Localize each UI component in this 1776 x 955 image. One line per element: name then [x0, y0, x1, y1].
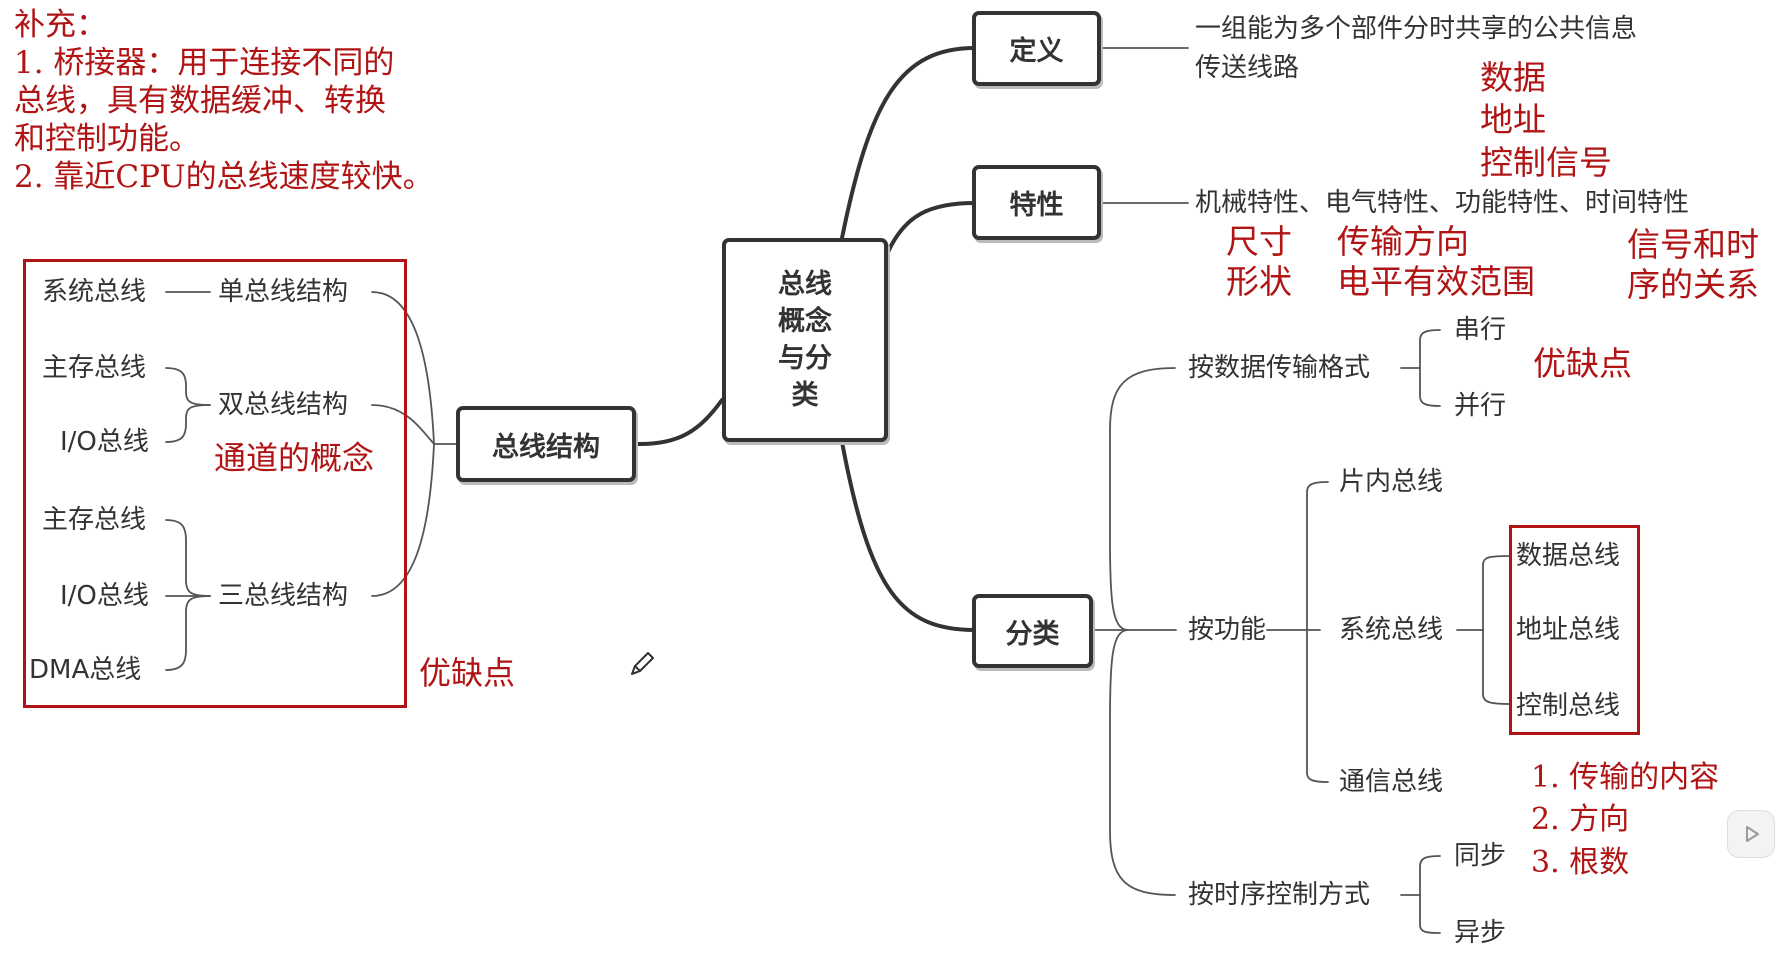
format-note: 优缺点: [1533, 344, 1632, 383]
pencil-cursor-icon: [631, 652, 654, 675]
characteristics-note: 序的关系: [1627, 265, 1759, 304]
supplement-line: 2. 靠近CPU的总线速度较快。: [14, 159, 434, 195]
definition-note: 数据: [1480, 58, 1546, 97]
system-bus-item[interactable]: 控制总线: [1516, 691, 1621, 721]
supplement-note: 补充： 1. 桥接器：用于连接不同的 总线，具有数据缓冲、转换 和控制功能。 2…: [14, 6, 434, 196]
characteristics-note: 信号和时: [1627, 225, 1759, 264]
single-bus-structure[interactable]: 单总线结构: [218, 277, 349, 307]
structure-label: 总线结构: [492, 431, 600, 463]
timing-item[interactable]: 异步: [1454, 918, 1507, 948]
root-label-line: 概念: [778, 306, 832, 337]
definition-node[interactable]: 定义: [972, 11, 1101, 86]
structure-node[interactable]: 总线结构: [456, 406, 636, 482]
link-root-definition: [840, 46, 977, 240]
link-root-structure: [634, 398, 724, 447]
characteristics-note: 电平有效范围: [1337, 262, 1535, 301]
definition-text: 传送线路: [1195, 53, 1300, 83]
timing-item[interactable]: 同步: [1454, 841, 1507, 871]
bus-item[interactable]: I/O总线: [60, 427, 149, 457]
root-label-line: 总线: [778, 269, 832, 300]
triple-bus-structure[interactable]: 三总线结构: [218, 581, 349, 611]
characteristics-text: 机械特性、电气特性、功能特性、时间特性: [1195, 188, 1690, 218]
definition-text: 一组能为多个部件分时共享的公共信息: [1195, 14, 1638, 44]
play-button[interactable]: [1727, 810, 1775, 858]
function-item[interactable]: 通信总线: [1339, 767, 1444, 797]
root-label-line: 与分: [778, 343, 832, 374]
characteristics-note: 形状: [1226, 262, 1292, 301]
comm-bus-note: 1. 传输的内容: [1531, 760, 1720, 795]
supplement-line: 1. 桥接器：用于连接不同的: [14, 45, 395, 81]
bus-item[interactable]: 主存总线: [42, 353, 147, 383]
root-node[interactable]: 总线 概念 与分 类: [722, 238, 888, 442]
bus-item[interactable]: DMA总线: [29, 655, 142, 685]
characteristics-node[interactable]: 特性: [972, 165, 1101, 240]
comm-bus-note: 3. 根数: [1531, 845, 1630, 880]
class-by-format[interactable]: 按数据传输格式: [1188, 353, 1371, 383]
characteristics-note: 尺寸: [1226, 222, 1292, 261]
function-item[interactable]: 片内总线: [1339, 467, 1444, 497]
play-icon: [1746, 826, 1759, 842]
bus-item[interactable]: I/O总线: [60, 581, 149, 611]
bus-item[interactable]: 主存总线: [42, 505, 147, 535]
format-item[interactable]: 并行: [1454, 391, 1507, 421]
definition-note: 地址: [1480, 100, 1546, 139]
class-by-function[interactable]: 按功能: [1188, 615, 1267, 645]
structure-highlight: [23, 259, 407, 708]
link-root-classification: [840, 440, 977, 632]
system-bus-highlight: [1509, 525, 1640, 735]
characteristics-label: 特性: [1009, 190, 1064, 221]
definition-note: 控制信号: [1480, 143, 1612, 182]
system-bus-item[interactable]: 数据总线: [1516, 541, 1621, 571]
dual-bus-structure[interactable]: 双总线结构: [218, 390, 349, 420]
classification-label: 分类: [1005, 618, 1060, 650]
class-by-timing[interactable]: 按时序控制方式: [1188, 880, 1371, 910]
structure-note: 优缺点: [419, 654, 516, 692]
format-item[interactable]: 串行: [1454, 315, 1507, 345]
bus-item[interactable]: 系统总线: [42, 277, 147, 307]
comm-bus-note: 2. 方向: [1531, 802, 1630, 837]
root-label-line: 类: [791, 380, 819, 411]
supplement-line: 和控制功能。: [14, 121, 200, 157]
classification-node[interactable]: 分类: [972, 594, 1093, 668]
channel-note: 通道的概念: [214, 439, 375, 477]
supplement-line: 总线，具有数据缓冲、转换: [14, 83, 386, 119]
supplement-title: 补充：: [14, 7, 107, 43]
link-root-characteristics: [886, 201, 977, 254]
characteristics-note: 传输方向: [1337, 222, 1469, 261]
system-bus-item[interactable]: 地址总线: [1516, 615, 1621, 645]
definition-label: 定义: [1009, 36, 1064, 67]
function-item[interactable]: 系统总线: [1339, 615, 1444, 645]
